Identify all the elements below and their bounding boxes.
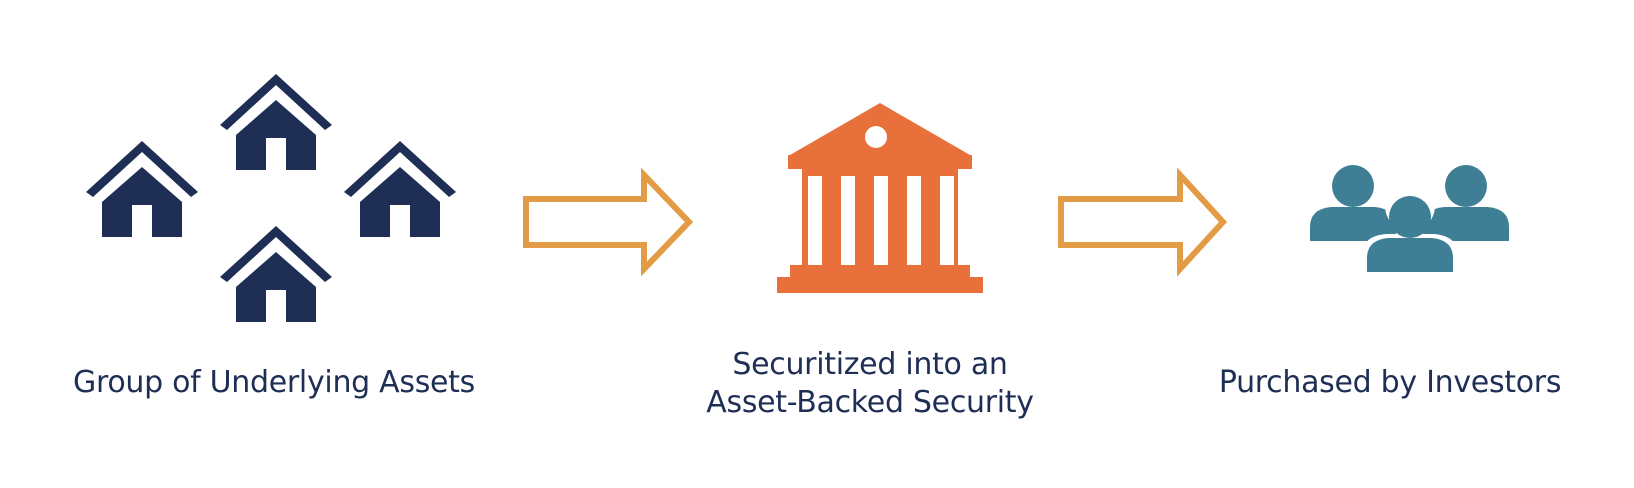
house-icon-left xyxy=(86,141,198,237)
step-label-investors: Purchased by Investors xyxy=(1218,365,1562,400)
step-label-security: Securitized into an Asset-Backed Securit… xyxy=(620,346,1120,422)
person-icon-left xyxy=(1310,165,1396,241)
house-icon-right xyxy=(344,141,456,237)
step-label-security-line-2: Asset-Backed Security xyxy=(706,385,1034,420)
arrow-right-icon xyxy=(523,167,694,277)
bank-details xyxy=(808,126,954,265)
investors-group-icon xyxy=(1310,165,1509,274)
step-label-assets: Group of Underlying Assets xyxy=(73,365,475,400)
step-label-security-line-1: Securitized into an xyxy=(732,347,1008,382)
arrow-right-icon xyxy=(1058,167,1228,277)
house-icon-top xyxy=(220,74,332,170)
houses-icon xyxy=(86,74,456,322)
person-icon-right xyxy=(1423,165,1509,241)
house-icon-bottom xyxy=(220,226,332,322)
